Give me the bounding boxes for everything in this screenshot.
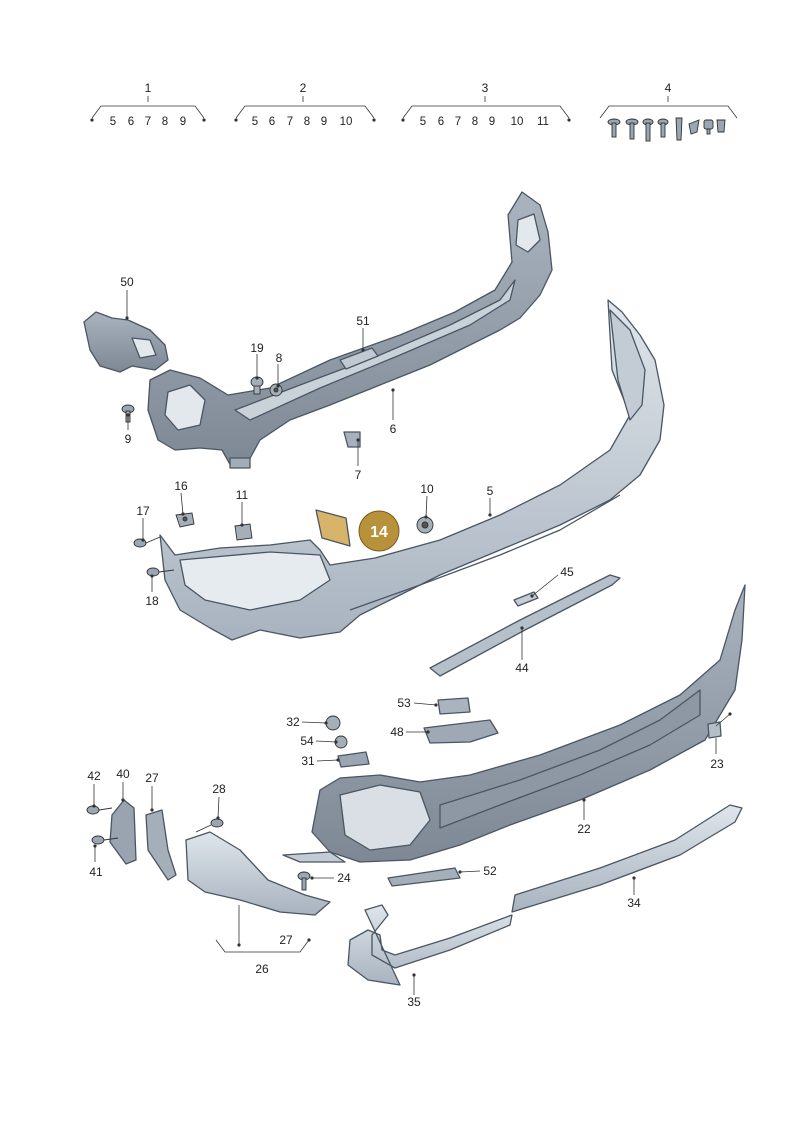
group-4-head: 4 <box>665 81 672 95</box>
leader-lines <box>92 290 732 995</box>
bracket-50 <box>83 311 169 373</box>
fastener-set-icon <box>607 117 726 142</box>
label-51: 51 <box>356 314 370 328</box>
label-18: 18 <box>145 594 159 608</box>
group-1-item: 6 <box>128 116 134 128</box>
label-23: 23 <box>710 757 724 771</box>
group-3-item: 5 <box>420 116 426 128</box>
group-3-item: 7 <box>455 116 461 128</box>
cap-23 <box>707 721 722 739</box>
group-4: 4 <box>599 81 738 142</box>
group-1-item: 5 <box>110 116 116 128</box>
screw-28 <box>195 818 224 833</box>
group-1-item: 9 <box>180 116 186 128</box>
group-1-item: 8 <box>162 116 168 128</box>
label-9: 9 <box>125 432 132 446</box>
label-22: 22 <box>577 822 591 836</box>
corner-trim-35 <box>347 904 513 986</box>
label-28: 28 <box>212 782 226 796</box>
label-54: 54 <box>300 734 314 748</box>
screw-42 <box>86 805 113 815</box>
trim-strip-34 <box>511 804 743 913</box>
label-40: 40 <box>116 767 130 781</box>
label-19: 19 <box>250 341 264 355</box>
group-2-item: 5 <box>252 116 258 128</box>
group-2-item: 7 <box>287 116 293 128</box>
group-3-item: 11 <box>537 116 549 128</box>
screw-41 <box>91 835 119 845</box>
label-17: 17 <box>136 504 150 518</box>
screw-24 <box>297 871 311 891</box>
label-6: 6 <box>390 422 397 436</box>
clip-16 <box>175 512 195 528</box>
label-48: 48 <box>390 725 404 739</box>
nut-10 <box>416 516 434 534</box>
reinforcement-beam <box>147 191 553 469</box>
clip-11 <box>234 523 253 541</box>
group-1-item: 7 <box>145 116 151 128</box>
label-35: 35 <box>407 995 421 1009</box>
group-3-item: 9 <box>489 116 495 128</box>
group-3-item: 10 <box>511 116 524 128</box>
screw-18 <box>146 567 175 577</box>
label-27: 27 <box>145 771 159 785</box>
label-7: 7 <box>355 468 362 482</box>
trim-strip-44 <box>429 574 621 677</box>
sensor-bracket-48 <box>423 719 499 744</box>
label-8: 8 <box>276 351 283 365</box>
group-2: 2 5 6 7 8 9 10 <box>234 81 376 128</box>
label-52: 52 <box>483 864 497 878</box>
label-44: 44 <box>515 661 529 675</box>
label-10: 10 <box>420 482 434 496</box>
bumper-cover <box>159 299 665 641</box>
label-26: 26 <box>255 962 269 976</box>
group-3-item: 6 <box>438 116 444 128</box>
label-24: 24 <box>337 871 351 885</box>
trim-panel-26 <box>185 831 331 916</box>
clip-7 <box>343 431 361 448</box>
group-3-head: 3 <box>482 81 489 95</box>
label-45: 45 <box>560 565 574 579</box>
label-31: 31 <box>301 754 315 768</box>
cover-plate-14 <box>315 509 351 547</box>
label-53: 53 <box>397 696 411 710</box>
highlight-label: 14 <box>370 524 388 541</box>
screw-17 <box>133 536 161 548</box>
highlight-callout[interactable]: 14 <box>358 510 400 552</box>
bracket-53 <box>437 697 471 715</box>
group-2-item: 6 <box>269 116 275 128</box>
group-2-head: 2 <box>300 81 307 95</box>
reflector-52 <box>387 867 461 887</box>
nut-32 <box>325 715 341 731</box>
label-11: 11 <box>236 488 249 502</box>
group-3-item: 8 <box>472 116 478 128</box>
group-2-item: 9 <box>321 116 327 128</box>
group-2-item: 8 <box>304 116 310 128</box>
label-5: 5 <box>487 484 494 498</box>
part-labels: 50 51 19 8 9 6 7 16 11 17 18 10 5 45 44 … <box>87 275 724 1009</box>
label-42: 42 <box>87 769 101 783</box>
label-34: 34 <box>627 896 641 910</box>
group-1: 1 5 6 7 8 9 <box>90 81 206 128</box>
sensor-31 <box>337 751 370 768</box>
label-27-sub: 27 <box>279 933 293 947</box>
label-41: 41 <box>89 865 103 879</box>
label-32: 32 <box>286 715 300 729</box>
diffuser <box>282 584 746 863</box>
label-16: 16 <box>174 479 188 493</box>
group-3: 3 5 6 7 8 9 10 11 <box>401 81 571 128</box>
group-2-item: 10 <box>340 116 353 128</box>
clip-51 <box>339 347 379 370</box>
label-50: 50 <box>120 275 134 289</box>
deflector-27 <box>145 809 177 881</box>
grommet-8 <box>269 383 283 397</box>
group-1-head: 1 <box>145 81 152 95</box>
bracket-40 <box>109 799 137 865</box>
